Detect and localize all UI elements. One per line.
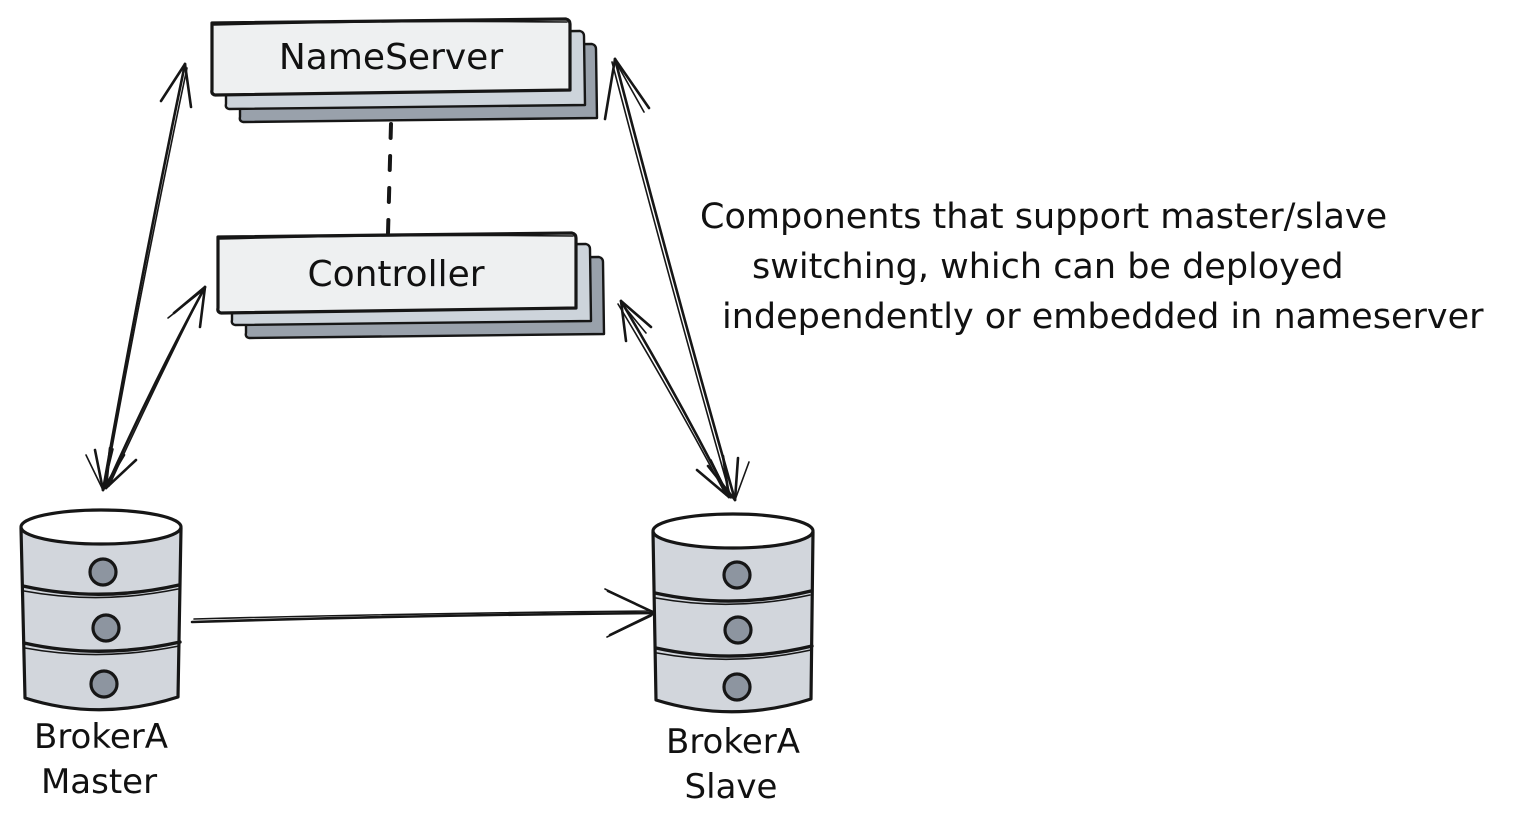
arrow-slave-controller <box>617 299 731 499</box>
slave-cylinder-divider-1 <box>653 589 813 603</box>
nameserver-label: NameServer <box>279 37 503 78</box>
arrow-master-controller <box>104 285 207 490</box>
annotation-line-1: Components that support master/slave <box>700 197 1387 237</box>
master-cylinder-divider-1 <box>21 583 181 596</box>
master-cylinder-dot-1 <box>88 557 118 587</box>
controller-box: Controller <box>216 231 606 340</box>
broker-slave-role: Slave <box>685 767 778 807</box>
broker-master-role: Master <box>41 762 157 802</box>
broker-slave-name: BrokerA <box>666 722 800 762</box>
controller-stack-front <box>216 231 578 315</box>
annotation-line-2: switching, which can be deployed <box>752 247 1344 287</box>
master-cylinder-top <box>19 508 183 546</box>
arrow-slave-nameserver <box>603 57 750 502</box>
slave-cylinder-divider-2 <box>654 644 814 658</box>
nameserver-sketch-line <box>213 20 568 26</box>
broker-master-cylinder: BrokerA Master <box>19 508 183 802</box>
slave-cylinder-top <box>651 512 815 550</box>
nameserver-controller-dashed-connector <box>386 122 393 235</box>
master-cylinder-divider-2 <box>22 640 182 653</box>
controller-label: Controller <box>307 254 484 295</box>
master-cylinder-dot-2 <box>91 613 121 643</box>
arrow-master-nameserver <box>85 62 193 492</box>
arrows <box>85 57 750 638</box>
annotation-line-3: independently or embedded in nameserver <box>722 297 1484 337</box>
slave-cylinder-dot-2 <box>723 615 753 645</box>
slave-cylinder-dot-3 <box>722 672 752 702</box>
controller-sketch-line <box>219 234 574 240</box>
arrow-master-to-slave <box>190 588 657 638</box>
slave-cylinder-dot-1 <box>722 560 752 590</box>
nameserver-stack-front <box>210 17 572 97</box>
nameserver-box: NameServer <box>210 17 599 124</box>
master-cylinder-dot-3 <box>89 669 119 699</box>
broker-slave-cylinder: BrokerA Slave <box>651 512 815 807</box>
annotation-text: Components that support master/slave swi… <box>700 197 1484 337</box>
broker-master-name: BrokerA <box>34 717 168 757</box>
